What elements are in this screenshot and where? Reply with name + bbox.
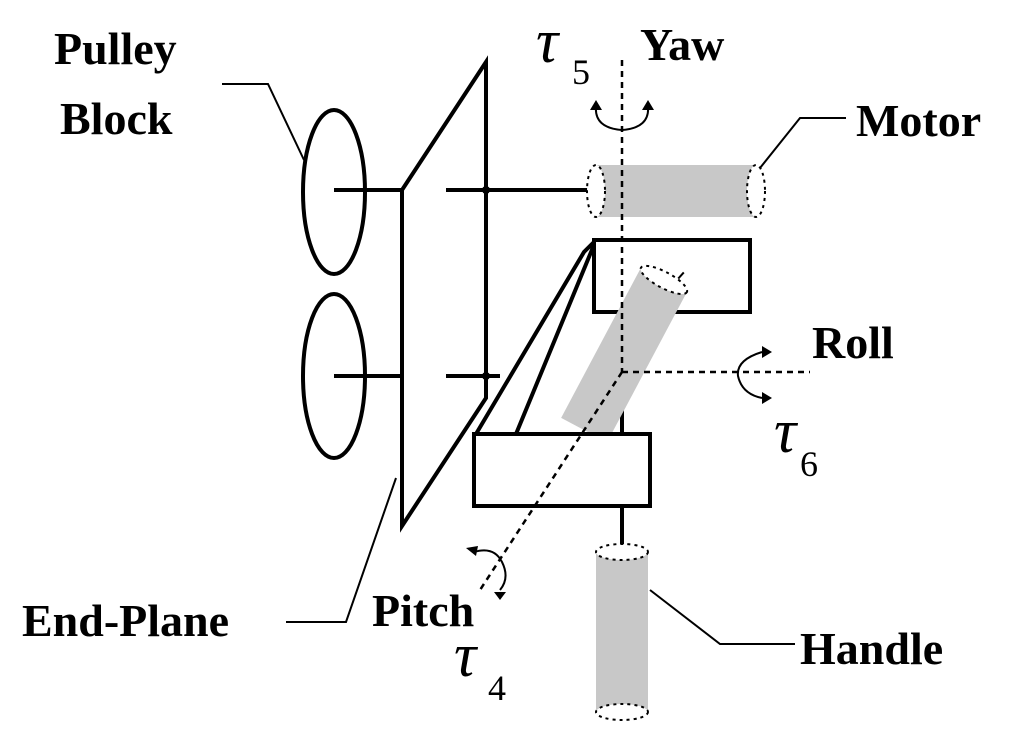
- yaw-label: Yaw: [640, 19, 724, 70]
- handle-cylinder: [595, 543, 649, 721]
- end-plane: [400, 55, 488, 533]
- yaw-torque-symbol: τ: [536, 8, 561, 76]
- yaw-torque-subscript: 5: [572, 52, 590, 92]
- lower-bracket: [472, 432, 652, 508]
- upper-joint: [482, 186, 490, 194]
- handle-label: Handle: [800, 623, 943, 674]
- roll-torque-symbol: τ: [774, 398, 799, 466]
- roll-rotation-arrow-icon: [736, 346, 772, 404]
- motor-label: Motor: [856, 95, 981, 146]
- motor-cylinder: [586, 164, 766, 218]
- roll-torque-subscript: 6: [800, 444, 818, 484]
- motor-leader: [751, 117, 846, 179]
- handle-leader: [649, 589, 795, 645]
- pitch-label: Pitch: [372, 585, 474, 636]
- tilted-cylinder: [561, 264, 689, 443]
- pulley-label-line2: Block: [60, 93, 173, 144]
- yaw-rotation-arrow-icon: [590, 100, 654, 132]
- pulley-label-line1: Pulley: [54, 23, 177, 74]
- end-plane-leader: [286, 477, 397, 623]
- pitch-rotation-arrow-icon: [466, 546, 507, 600]
- pitch-torque-symbol: τ: [454, 622, 479, 690]
- lower-joint: [482, 372, 490, 380]
- pulley-block: [301, 108, 367, 460]
- pitch-torque-subscript: 4: [488, 668, 506, 708]
- roll-label: Roll: [812, 317, 894, 368]
- pulley-leader: [222, 83, 305, 161]
- end-plane-label: End-Plane: [22, 595, 229, 646]
